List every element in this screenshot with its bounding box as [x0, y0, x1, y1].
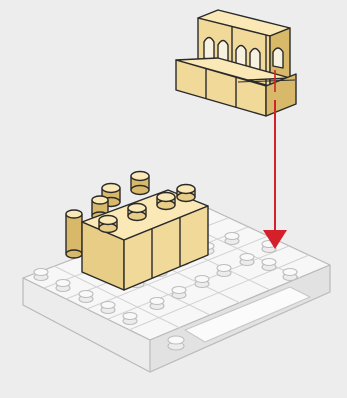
stud: [150, 298, 164, 310]
stud: [34, 269, 48, 281]
round-plate-left: [66, 210, 82, 258]
stud: [217, 265, 231, 277]
stud: [79, 291, 93, 303]
arch-brick-piece: [176, 10, 296, 116]
stud: [172, 287, 186, 299]
stud: [101, 302, 115, 314]
stud: [56, 280, 70, 292]
stud: [168, 336, 184, 350]
stud: [262, 259, 276, 271]
round-plate-back-mid: [131, 172, 149, 195]
stud: [225, 233, 239, 245]
stud: [195, 276, 209, 288]
stud: [240, 254, 254, 266]
stud: [123, 313, 137, 325]
stud: [283, 269, 297, 281]
